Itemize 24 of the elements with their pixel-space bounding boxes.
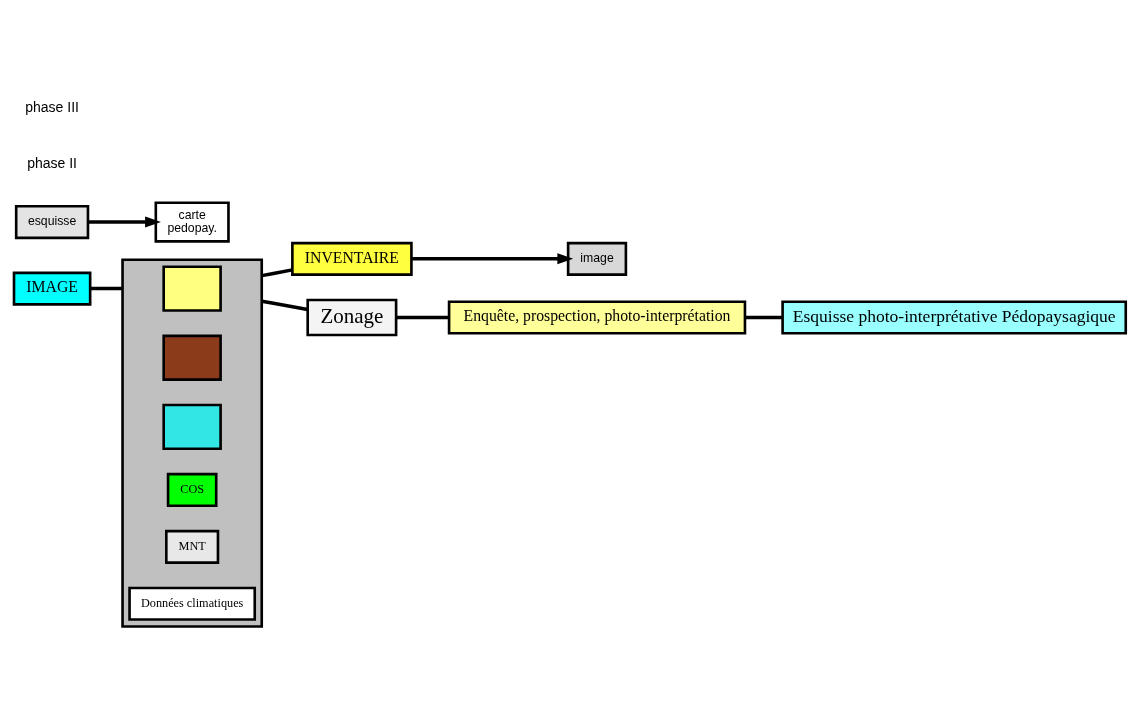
arrow: [411, 252, 574, 264]
node-box: esquisse: [14, 204, 90, 239]
cluster: [121, 257, 264, 628]
connector: [261, 267, 293, 277]
node-box: carte pedopay.: [154, 201, 230, 243]
node-box: Zonage: [306, 298, 398, 336]
connector: [745, 315, 783, 319]
connector: [90, 286, 123, 290]
node-box: [162, 403, 222, 450]
node-box: Enquête, prospection, photo-interprétation: [447, 299, 747, 335]
node-box: [162, 334, 222, 381]
node-box: INVENTAIRE: [291, 241, 413, 276]
node-box: MNT: [165, 529, 220, 564]
node-box: Esquisse photo-interprétative Pédopaysagique: [781, 299, 1128, 335]
label: phase II: [27, 154, 77, 171]
connector: [396, 315, 449, 319]
node-box: Données climatiques: [128, 586, 257, 621]
arrow: [88, 216, 161, 228]
label: phase III: [25, 98, 79, 115]
node-box: COS: [166, 472, 218, 507]
node-box: [162, 264, 222, 312]
node-box: IMAGE: [12, 271, 92, 306]
node-box: image: [566, 241, 628, 276]
connector: [261, 298, 308, 311]
